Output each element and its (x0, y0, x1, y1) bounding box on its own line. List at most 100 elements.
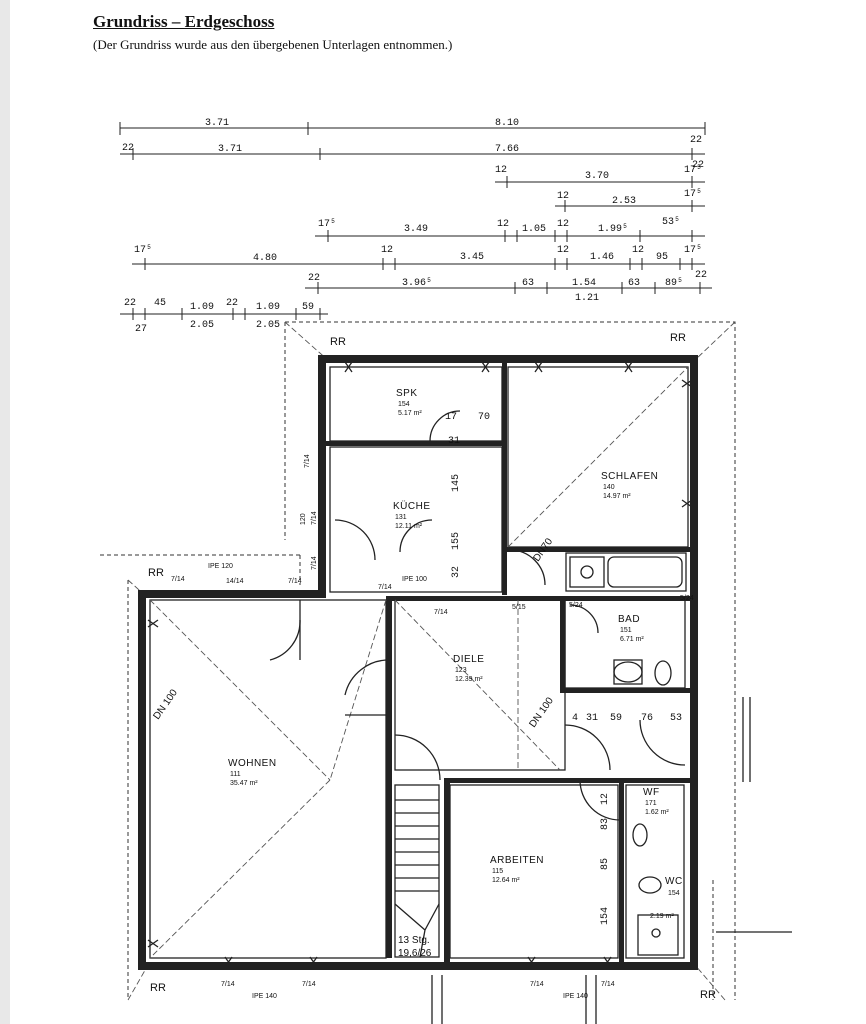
dim-label: 17⁵ (684, 165, 702, 176)
rr-label: RR (670, 332, 686, 344)
wall-label: 7/14 (601, 981, 615, 988)
dim-label: 32 (451, 566, 462, 578)
rr-label: RR (148, 567, 164, 579)
dim-label: 145 (451, 474, 462, 492)
dim-label: 22 (226, 298, 238, 309)
room-name-diele: DIELE (453, 654, 484, 665)
dim-label: 22 (308, 273, 320, 284)
dim-label: 70 (478, 412, 490, 423)
dn-label: DN 100 (151, 687, 180, 721)
dim-label: 3.49 (404, 224, 428, 235)
dim-label: 1.05 (522, 224, 546, 235)
dn-label: DN 100 (527, 695, 556, 729)
roof-outline (100, 321, 736, 1001)
dim-label: 95 (656, 252, 668, 263)
dim-label: 2.05 (190, 320, 214, 331)
dim-label: 12 (557, 191, 569, 202)
room-area-arbeiten: 12.64 m² (492, 877, 520, 884)
page-subtitle: (Der Grundriss wurde aus den übergebenen… (93, 37, 453, 52)
wall-label: 7/14 (311, 511, 318, 525)
room-area-bad: 6.71 m² (620, 636, 644, 643)
room-name-wc: WC (665, 876, 683, 887)
room-num-arbeiten: 115 (492, 868, 503, 875)
wall-label: 5/15 (512, 604, 526, 611)
wall-label: 5/24 (680, 595, 694, 602)
room-name-bad: BAD (618, 614, 640, 625)
dim-label: 1.21 (575, 293, 599, 304)
room-num-bad: 151 (620, 627, 632, 634)
doors (269, 410, 686, 821)
stairs-ratio: 19,6/26 (398, 948, 432, 959)
wall-label: 7/14 (530, 981, 544, 988)
rr-label: RR (700, 989, 716, 1001)
dim-label: 3.71 (218, 144, 242, 155)
dim-label: 83 (600, 818, 611, 830)
dim-label: 89⁵ (665, 278, 683, 289)
stairs-count: 13 Stg. (398, 935, 430, 946)
dim-label: 8.10 (495, 118, 519, 129)
room-area-schlafen: 14.97 m² (603, 493, 631, 500)
dim-label: 12 (495, 165, 507, 176)
wall-label: 7/14 (288, 578, 302, 585)
dim-label: 22 (124, 298, 136, 309)
wall-label: 7/14 (434, 609, 448, 616)
dim-label: 45 (154, 298, 166, 309)
dim-label: 31 (586, 713, 598, 724)
dim-label: 4 (572, 713, 578, 724)
wall-label: 5/24 (569, 602, 583, 609)
dim-label: 1.46 (590, 252, 614, 263)
dim-label: 1.99⁵ (598, 224, 628, 235)
dim-label: 85 (600, 858, 611, 870)
dim-label: 63 (628, 278, 640, 289)
room-area-kueche: 12.11 m² (395, 523, 423, 530)
dim-label: 3.70 (585, 171, 609, 182)
dim-label: 22 (692, 160, 704, 171)
dim-label: 12 (557, 219, 569, 230)
annotations: RR RR RR RR RR IPE 120 IPE 100 IPE 140 I… (148, 332, 716, 1001)
dim-label: 2.05 (256, 320, 280, 331)
dim-label: 22 (690, 135, 702, 146)
dim-label: 2.53 (612, 196, 636, 207)
wall-label: 120 (300, 513, 307, 525)
dim-label: 53 (670, 713, 682, 724)
dim-label: 59 (302, 302, 314, 313)
room-num-spk: 154 (398, 401, 410, 408)
room-num-wf: 171 (645, 800, 657, 807)
hip-lines (149, 366, 689, 959)
wall-label: 14/14 (226, 578, 244, 585)
dim-label: 4.80 (253, 253, 277, 264)
dim-label: 76 (641, 713, 653, 724)
dim-label: 63 (522, 278, 534, 289)
dim-label: 12 (600, 793, 611, 805)
room-name-arbeiten: ARBEITEN (490, 855, 544, 866)
dim-label: 155 (451, 532, 462, 550)
room-area-wf: 1.62 m² (645, 809, 669, 816)
dim-label: 22 (695, 270, 707, 281)
wall-label: 7/14 (304, 454, 311, 468)
dim-label: 7.66 (495, 144, 519, 155)
walls (138, 355, 698, 970)
room-area-wohnen: 35.47 m² (230, 780, 258, 787)
dim-label: 17⁵ (318, 219, 336, 230)
dim-label: 1.54 (572, 278, 596, 289)
wall-label: 7/14 (378, 584, 392, 591)
room-num-kueche: 131 (395, 514, 407, 521)
dim-label: 17 (445, 412, 457, 423)
dim-label: 1.09 (190, 302, 214, 313)
wall-label: 7/14 (171, 576, 185, 583)
room-num-wc: 154 (668, 890, 680, 897)
dim-label: 154 (600, 907, 611, 925)
room-labels: SPK 154 5.17 m² KÜCHE 131 12.11 m² SCHLA… (228, 388, 683, 920)
room-name-wohnen: WOHNEN (228, 758, 277, 769)
ipe-label: IPE 100 (402, 576, 427, 583)
room-area-wc: 2.19 m² (650, 913, 674, 920)
page-border (0, 0, 10, 1024)
room-name-kueche: KÜCHE (393, 500, 431, 512)
rr-label: RR (150, 982, 166, 994)
dim-label: 31 (448, 436, 460, 447)
dim-label: 12 (632, 245, 644, 256)
room-num-schlafen: 140 (603, 484, 615, 491)
room-name-wf: WF (643, 787, 660, 798)
room-name-spk: SPK (396, 388, 418, 399)
